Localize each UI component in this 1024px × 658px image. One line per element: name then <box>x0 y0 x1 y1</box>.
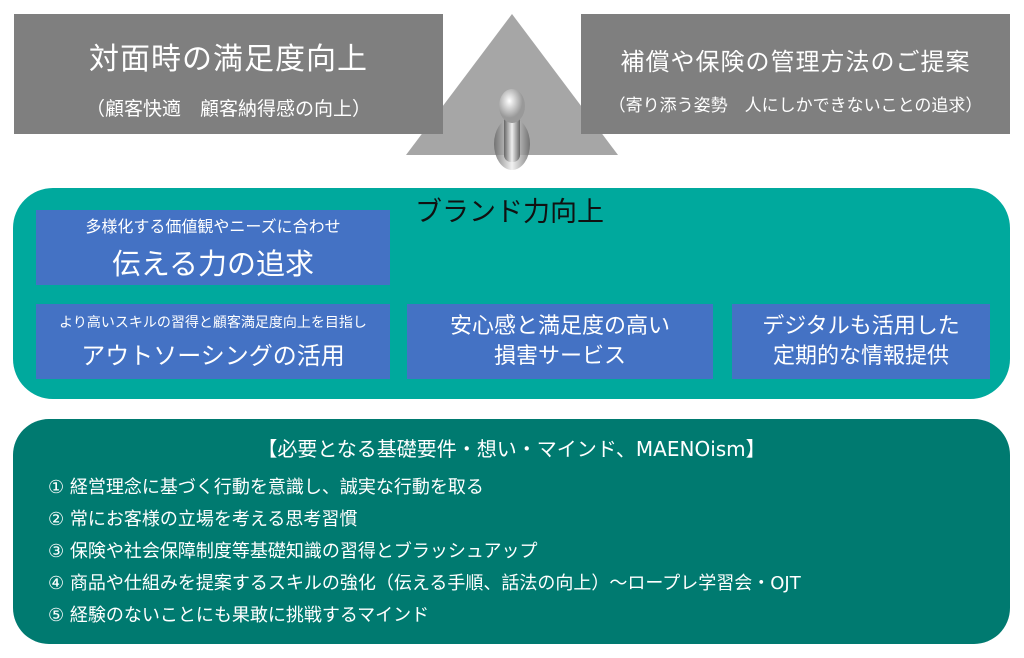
brand-box-communication: 多様化する価値観やニーズに合わせ 伝える力の追求 <box>36 210 390 285</box>
box-title: アウトソーシングの活用 <box>81 342 345 370</box>
list-item: ⑤ 経験のないことにも果敢に挑戦するマインド <box>48 605 430 626</box>
person-figure-icon <box>494 89 530 170</box>
box-subtitle: （寄り添う姿勢 人にしかできないことの追求） <box>608 96 983 116</box>
list-item: ③ 保険や社会保障制度等基礎知識の習得とブラッシュアップ <box>48 541 538 562</box>
brand-box-digital-info: デジタルも活用した 定期的な情報提供 <box>732 304 990 379</box>
box-line: デジタルも活用した <box>762 313 960 339</box>
foundation-title: 【必要となる基礎要件・想い・マインド、MAENOism】 <box>257 437 766 461</box>
box-title: 補償や保険の管理方法のご提案 <box>620 48 971 76</box>
box-line: 安心感と満足度の高い <box>449 313 670 339</box>
foundation-list: ① 経営理念に基づく行動を意識し、誠実な行動を取る ② 常にお客様の立場を考える… <box>48 472 1010 632</box>
box-line: 損害サービス <box>493 343 626 369</box>
box-subtitle: （顧客快適 顧客納得感の向上） <box>85 98 371 120</box>
insurance-proposal-box: 補償や保険の管理方法のご提案 （寄り添う姿勢 人にしかできないことの追求） <box>581 14 1010 134</box>
box-subtitle: より高いスキルの習得と顧客満足度向上を目指し <box>59 315 367 331</box>
box-title: 対面時の満足度向上 <box>89 42 368 77</box>
box-subtitle: 多様化する価値観やニーズに合わせ <box>85 216 341 236</box>
brand-box-claims-service: 安心感と満足度の高い 損害サービス <box>407 304 713 379</box>
box-title: 伝える力の追求 <box>111 246 315 281</box>
brand-title: ブランド力向上 <box>415 197 604 228</box>
face-to-face-satisfaction-box: 対面時の満足度向上 （顧客快適 顧客納得感の向上） <box>14 14 443 134</box>
brand-box-outsourcing: より高いスキルの習得と顧客満足度向上を目指し アウトソーシングの活用 <box>36 304 390 379</box>
box-line: 定期的な情報提供 <box>772 343 949 369</box>
list-item: ④ 商品や仕組みを提案するスキルの強化（伝える手順、話法の向上）～ロープレ学習会… <box>48 573 801 594</box>
list-item: ② 常にお客様の立場を考える思考習慣 <box>48 509 358 530</box>
foundation-panel: 【必要となる基礎要件・想い・マインド、MAENOism】 ① 経営理念に基づく行… <box>13 419 1010 644</box>
list-item: ① 経営理念に基づく行動を意識し、誠実な行動を取る <box>48 477 484 498</box>
